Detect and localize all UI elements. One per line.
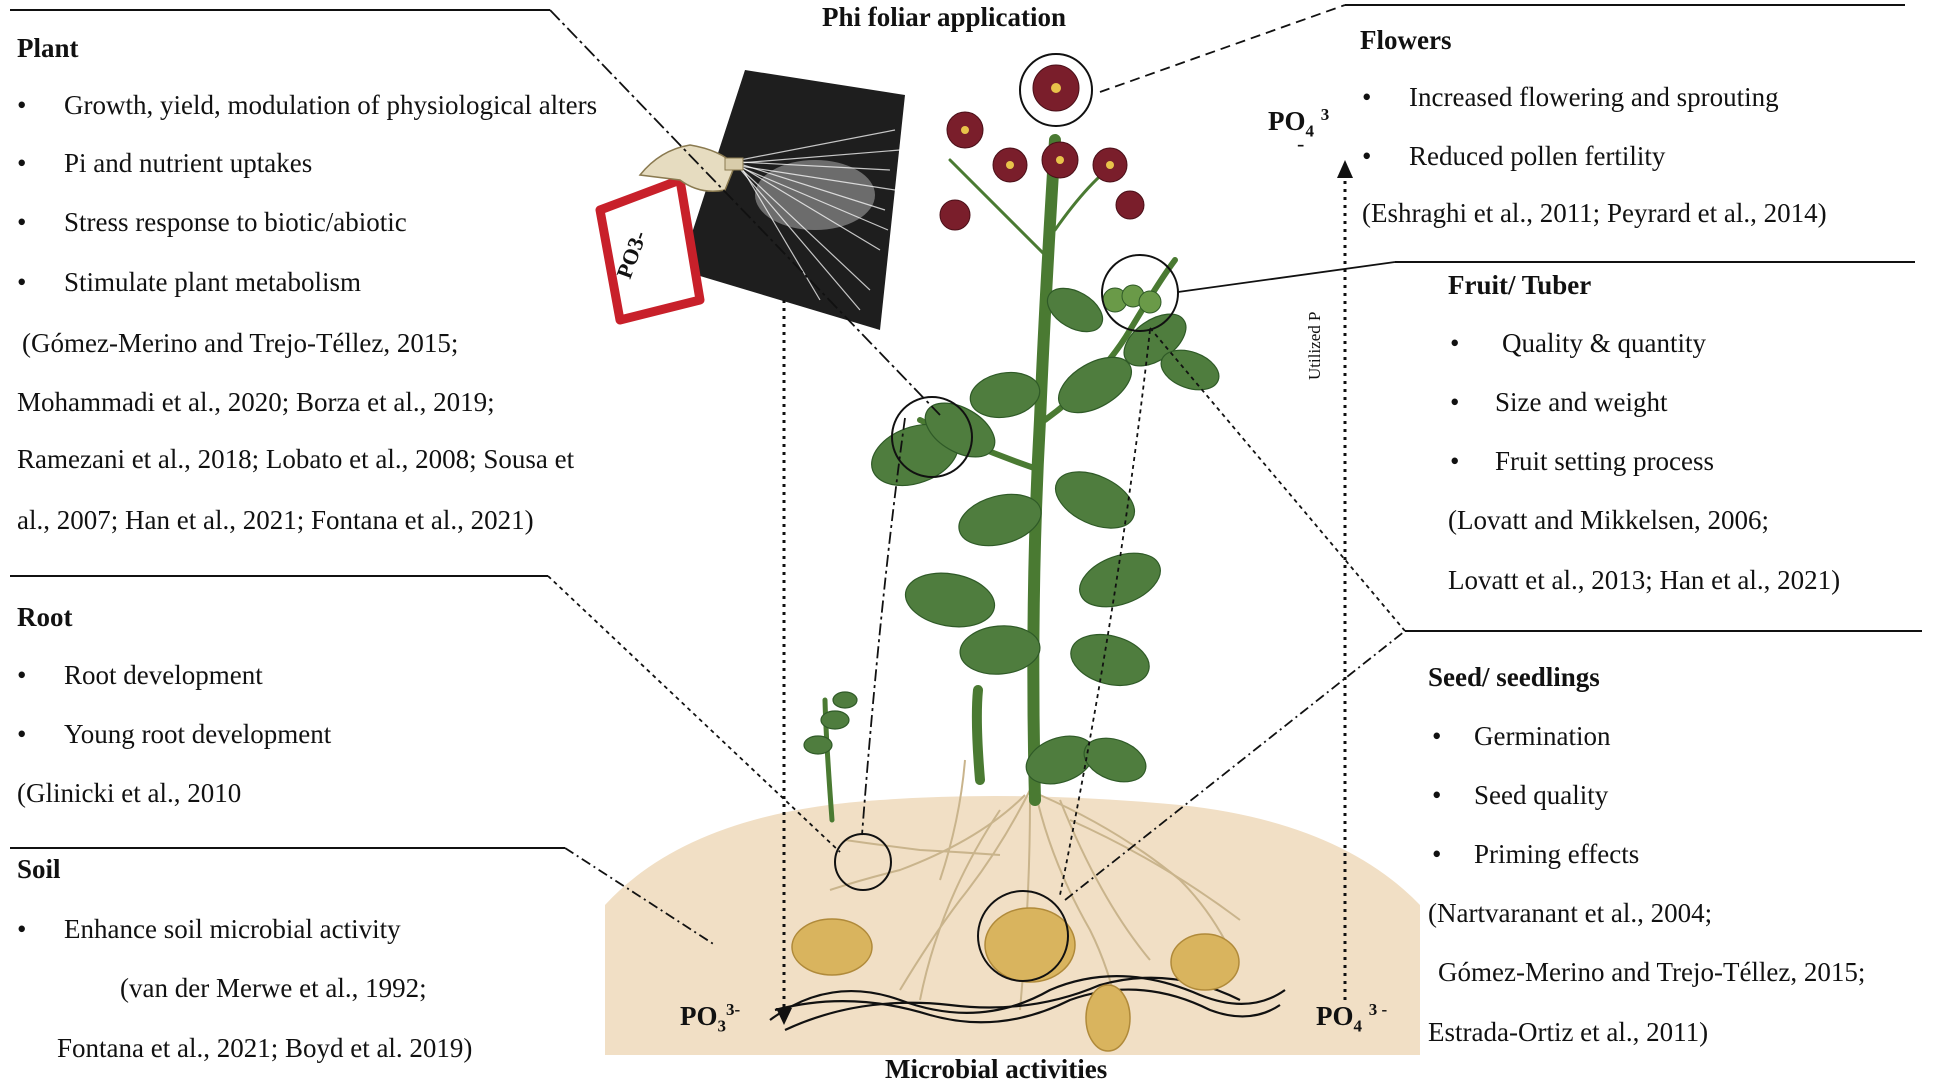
reference-line: Mohammadi et al., 2020; Borza et al., 20… bbox=[17, 387, 495, 417]
reference-line: Gómez-Merino and Trejo-Téllez, 2015; bbox=[1438, 957, 1866, 987]
reference-line: Ramezani et al., 2018; Lobato et al., 20… bbox=[17, 444, 575, 474]
seed-seedlings-title: Seed/ seedlings bbox=[1428, 662, 1600, 692]
up-arrow bbox=[1337, 160, 1353, 1000]
roots bbox=[829, 759, 1241, 1021]
po4-top-dash: - bbox=[1297, 131, 1305, 156]
reference-line: Fontana et al., 2021; Boyd et al. 2019) bbox=[57, 1033, 473, 1063]
flowers bbox=[939, 64, 1145, 231]
plant-title: Plant bbox=[17, 33, 79, 63]
panel-rules bbox=[10, 4, 1922, 849]
utilized-p-label: Utilized P bbox=[1305, 312, 1324, 380]
microbial-lines bbox=[769, 975, 1286, 1031]
reference-line: (Nartvaranant et al., 2004; bbox=[1428, 898, 1713, 928]
reference-line: Estrada-Ortiz et al., 2011) bbox=[1428, 1017, 1709, 1047]
fruit-tuber-title: Fruit/ Tuber bbox=[1448, 270, 1592, 300]
reference-line: (Eshraghi et al., 2011; Peyrard et al., … bbox=[1362, 198, 1827, 228]
berries bbox=[1102, 284, 1162, 314]
flower-centers bbox=[961, 83, 1114, 169]
highlight-circles bbox=[834, 53, 1179, 982]
reference-line: (van der Merwe et al., 1992; bbox=[120, 973, 427, 1003]
reference-line: (Glinicki et al., 2010 bbox=[17, 778, 242, 808]
top-label: Phi foliar application bbox=[822, 2, 1067, 32]
reference-line: (Gómez-Merino and Trejo-Téllez, 2015; bbox=[22, 328, 459, 358]
connector-lines bbox=[547, 4, 1406, 946]
po4-bottom-label: PO4 3 - bbox=[1316, 1000, 1388, 1036]
bottom-label: Microbial activities bbox=[885, 1054, 1108, 1084]
soil-title: Soil bbox=[17, 854, 61, 884]
reference-line: (Lovatt and Mikkelsen, 2006; bbox=[1448, 505, 1769, 535]
reference-line: Lovatt et al., 2013; Han et al., 2021) bbox=[1448, 565, 1841, 595]
po4-top-label: PO4 3 bbox=[1268, 105, 1330, 141]
leaves bbox=[803, 287, 1220, 785]
root-title: Root bbox=[17, 602, 73, 632]
flowers-title: Flowers bbox=[1360, 25, 1452, 55]
down-arrow bbox=[776, 300, 792, 1025]
po3-soil-label: PO33- bbox=[680, 1000, 741, 1036]
spray-bottle: PO3- bbox=[595, 144, 744, 325]
spray-photo bbox=[680, 70, 905, 330]
reference-line: al., 2007; Han et al., 2021; Fontana et … bbox=[17, 505, 534, 535]
tubers bbox=[791, 907, 1240, 1052]
